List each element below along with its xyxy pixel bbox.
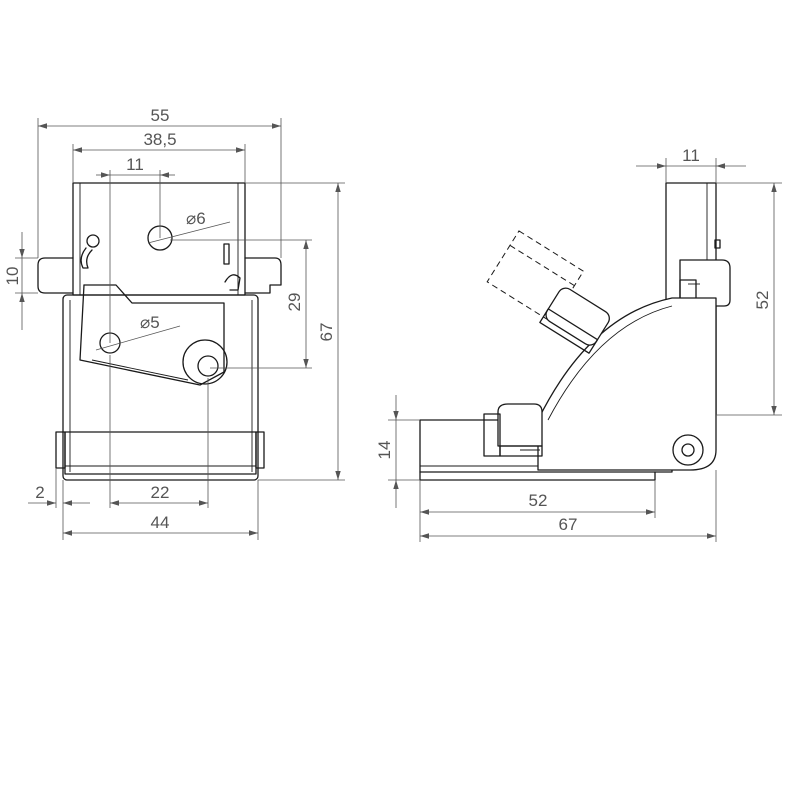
- dim-front-2: 2: [35, 483, 44, 502]
- dim-side-11: 11: [682, 146, 700, 165]
- side-latch-solid: [539, 287, 610, 354]
- front-right-tab: [244, 257, 282, 294]
- dim-front-44: 44: [151, 513, 170, 532]
- side-view: [419, 182, 731, 481]
- front-hook-lever: [83, 284, 225, 373]
- front-dimensions: 55 38,5 11 ⌀6 ⌀5 10 29 67: [3, 106, 345, 540]
- dim-side-52-vertical: 52: [753, 291, 772, 310]
- front-lower-body: [62, 294, 259, 481]
- dim-side-67: 67: [559, 515, 578, 534]
- dim-front-dia6: ⌀6: [186, 209, 206, 228]
- front-left-tab: [37, 257, 74, 294]
- dim-front-67: 67: [317, 323, 336, 342]
- dim-side-14: 14: [375, 441, 394, 460]
- dim-front-dia5: ⌀5: [140, 313, 160, 332]
- side-dimensions: 11 52 14 52 67: [375, 146, 782, 542]
- dim-front-29: 29: [285, 293, 304, 312]
- dim-front-55: 55: [151, 106, 170, 125]
- side-hinge-arc: [537, 297, 717, 471]
- side-pivot-outer: [672, 434, 704, 466]
- front-pivot-boss: [182, 339, 228, 385]
- dim-side-52-horizontal: 52: [529, 491, 548, 510]
- dim-front-11: 11: [126, 155, 144, 174]
- front-view: [37, 182, 282, 481]
- dim-front-38-5: 38,5: [143, 130, 176, 149]
- dim-front-10: 10: [3, 267, 22, 286]
- dim-front-22: 22: [151, 483, 170, 502]
